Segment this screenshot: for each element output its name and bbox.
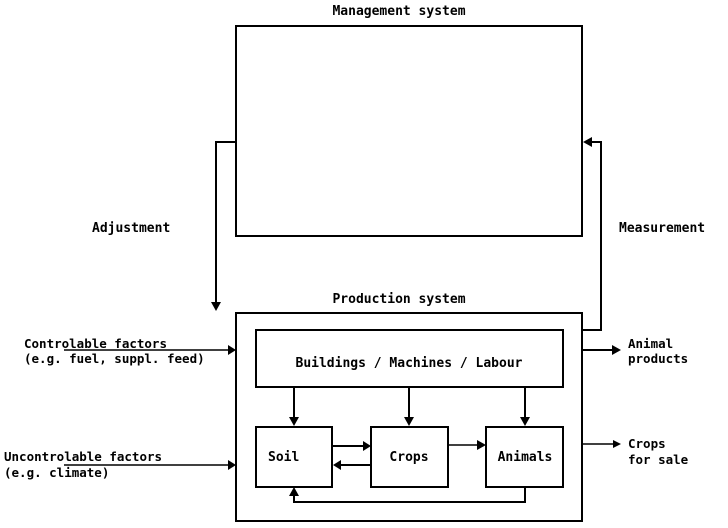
adjustment-arrow	[211, 141, 236, 311]
uncontrollable-factors-label: Uncontrolable factors	[4, 449, 162, 464]
adjustment-label: Adjustment	[92, 221, 170, 236]
measurement-arrow	[582, 137, 602, 331]
infrastructure-to-soil-arrow	[289, 387, 299, 426]
controllable-factors-arrow	[64, 345, 236, 355]
controllable-factors-label: Controlable factors	[24, 336, 167, 351]
animals-label: Animals	[498, 450, 553, 465]
controllable-factors-example: (e.g. fuel, suppl. feed)	[24, 351, 205, 366]
soil-label: Soil	[268, 450, 299, 465]
crops-label: Crops	[389, 450, 428, 465]
management-system-box	[235, 25, 583, 237]
crops-box	[370, 426, 449, 488]
animal-products-label-2: products	[628, 351, 688, 366]
soil-to-crops-arrow	[332, 441, 371, 451]
uncontrollable-factors-arrow	[64, 460, 236, 470]
uncontrollable-factors-example: (e.g. climate)	[4, 465, 109, 480]
animal-products-arrow	[582, 345, 621, 355]
management-system-title: Management system	[332, 4, 465, 19]
crops-for-sale-label: Crops	[628, 436, 666, 451]
crops-for-sale-label-2: for sale	[628, 452, 689, 467]
animals-to-soil-arrow	[289, 487, 526, 503]
infrastructure-label: Buildings / Machines / Labour	[296, 356, 523, 371]
crops-to-animals-arrow	[448, 440, 486, 450]
animal-products-label: Animal	[628, 336, 673, 351]
production-system-box	[235, 312, 583, 522]
infrastructure-to-crops-arrow	[404, 387, 414, 426]
crops-for-sale-arrow	[582, 440, 621, 448]
measurement-label: Measurement	[619, 221, 705, 236]
production-system-title: Production system	[332, 292, 465, 307]
infrastructure-to-animals-arrow	[520, 387, 530, 426]
crops-to-soil-arrow	[333, 460, 371, 470]
